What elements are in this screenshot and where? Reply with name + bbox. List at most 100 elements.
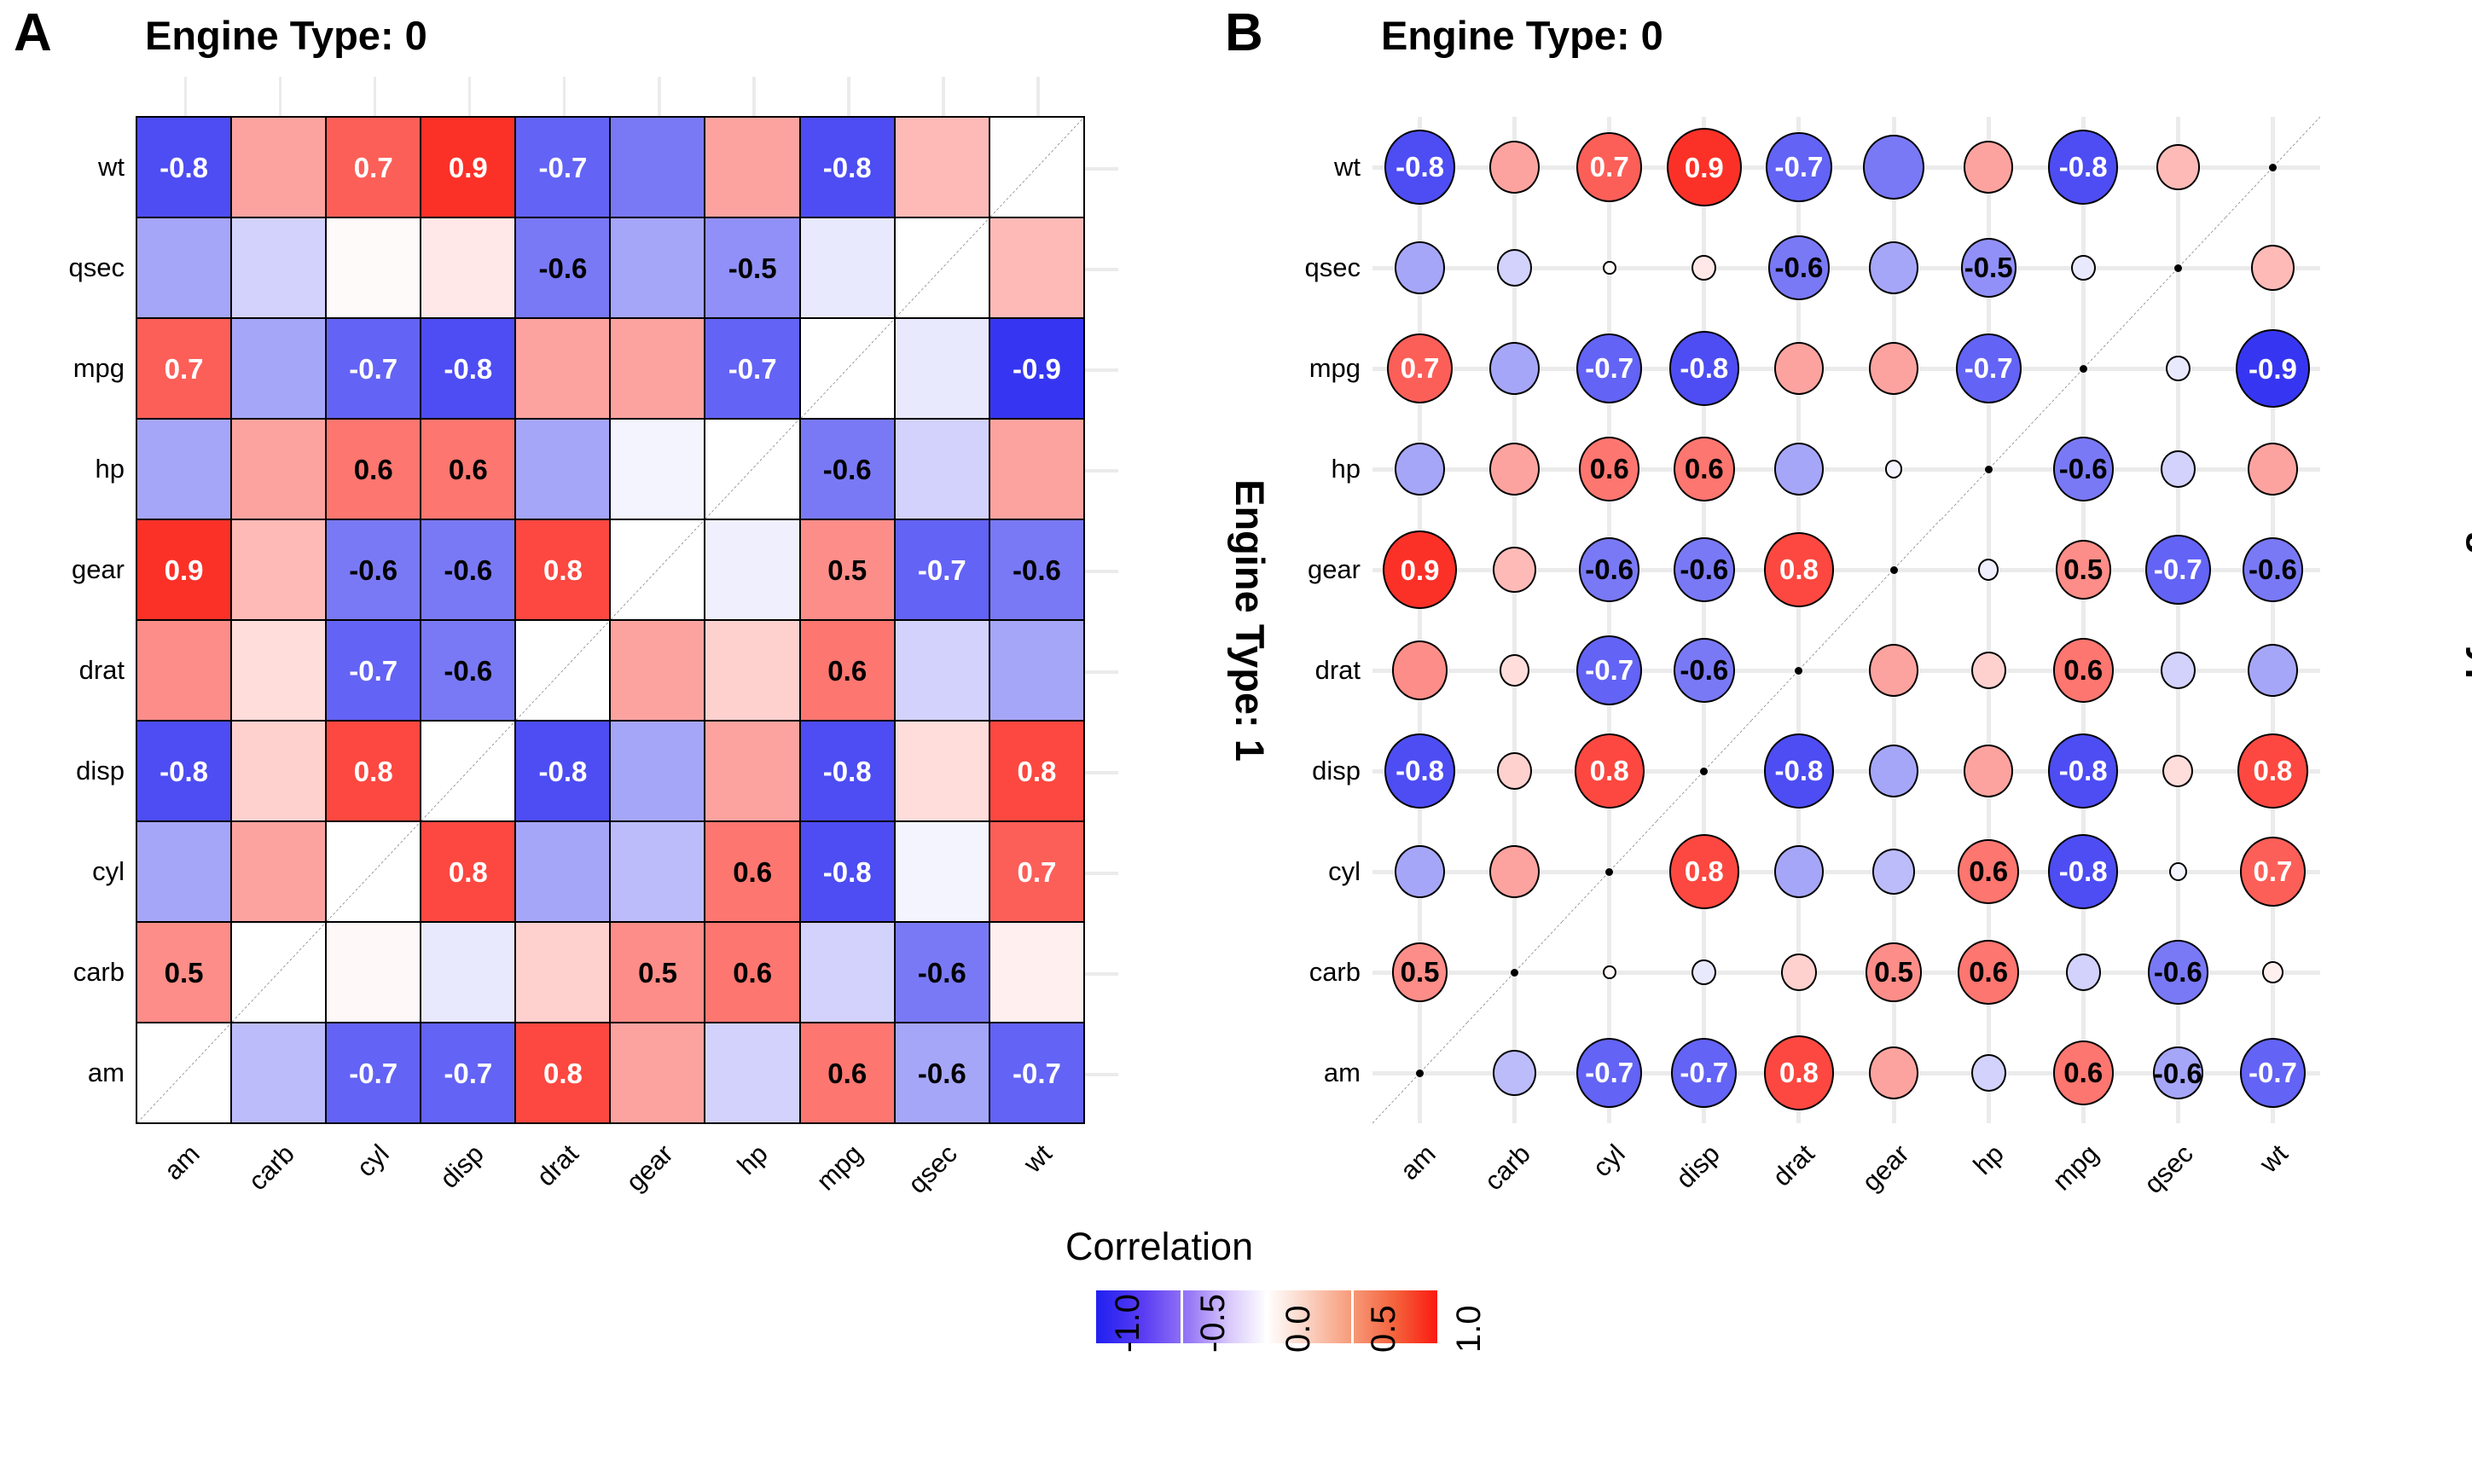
- heatmap-cell-qsec-wt: [988, 216, 1086, 320]
- cell-value: -0.7: [349, 1057, 398, 1089]
- bubble-value: 0.8: [1589, 755, 1629, 787]
- bubble-value: -0.7: [1585, 1057, 1634, 1089]
- bubble-cell-mpg-carb: [1467, 318, 1563, 419]
- bubble-cell-gear-wt: -0.6: [2225, 519, 2320, 620]
- heatmap-cell-qsec-cyl: [325, 216, 422, 320]
- cell-value: -0.6: [444, 554, 493, 586]
- bubble: -0.7: [1576, 1038, 1643, 1108]
- bubble: [1781, 954, 1817, 991]
- cell-value: 0.7: [353, 151, 393, 183]
- bubble: [1963, 141, 2014, 194]
- axis-tick: [847, 77, 850, 117]
- heatmap-cell-am-disp: -0.7: [420, 1021, 517, 1125]
- heatmap-cell-mpg-am: 0.7: [135, 316, 233, 420]
- bubble: 0.6: [1674, 437, 1735, 501]
- row-label-mpg: mpg: [73, 353, 125, 383]
- bubble-cell-hp-carb: [1467, 419, 1563, 519]
- bubble: 0.5: [1391, 942, 1448, 1002]
- row-label-drat: drat: [78, 655, 125, 685]
- axis-tick: [373, 77, 377, 117]
- heatmap-cell-mpg-carb: [229, 316, 328, 420]
- heatmap-cell-mpg-hp: -0.7: [704, 316, 801, 420]
- bubble-cell-hp-hp: [1941, 419, 2036, 519]
- bubble: [1773, 342, 1825, 395]
- bubble-cell-qsec-drat: -0.6: [1751, 217, 1847, 318]
- bubble: [1499, 654, 1530, 687]
- heatmap-cell-cyl-carb: [229, 820, 328, 924]
- bubble-value: -0.8: [2058, 855, 2108, 888]
- bubble: -0.6: [2242, 537, 2304, 602]
- bubble: [1868, 745, 1919, 797]
- bubble: -0.7: [2144, 535, 2211, 605]
- bubble-cell-drat-hp: [1941, 620, 2036, 721]
- bubble-cell-cyl-mpg: -0.8: [2035, 821, 2131, 922]
- bubble: [1773, 845, 1825, 898]
- heatmap-cell-hp-am: [135, 417, 233, 521]
- heatmap-cell-hp-cyl: 0.6: [325, 417, 422, 521]
- row-label-cyl: cyl: [1328, 856, 1361, 886]
- bubble: -0.7: [1576, 635, 1643, 705]
- heatmap-cell-am-carb: [229, 1021, 328, 1125]
- heatmap-cell-wt-drat: -0.7: [514, 115, 612, 219]
- heatmap-cell-wt-disp: 0.9: [420, 115, 517, 219]
- heatmap-cell-am-qsec: -0.6: [893, 1021, 991, 1125]
- heatmap-cell-gear-mpg: 0.5: [798, 518, 896, 622]
- bubble-cell-carb-disp: [1657, 922, 1752, 1023]
- bubble: 0.8: [1763, 1035, 1835, 1110]
- row-label-am: am: [1323, 1058, 1361, 1087]
- legend-tick-3: 0.5: [1365, 1305, 1402, 1353]
- bubble: [1489, 141, 1540, 194]
- bubble-cell-wt-am: -0.8: [1372, 117, 1468, 217]
- bubble-cell-am-disp: -0.7: [1657, 1023, 1752, 1123]
- cell-value: 0.6: [353, 453, 393, 485]
- cell-value: 0.8: [448, 855, 488, 888]
- bubble: [1773, 443, 1825, 496]
- axis-tick: [278, 77, 282, 117]
- bubble: -0.7: [1766, 132, 1832, 202]
- bubble-value: -0.6: [1680, 654, 1729, 687]
- heatmap-cell-drat-drat: [514, 618, 612, 722]
- bubble: 0.8: [2237, 733, 2308, 809]
- bubble: [1497, 752, 1533, 790]
- bubble: 0.9: [1667, 127, 1742, 207]
- bubble-cell-hp-cyl: 0.6: [1562, 419, 1657, 519]
- bubble-cell-gear-cyl: -0.6: [1562, 519, 1657, 620]
- bubble-cell-drat-cyl: -0.7: [1562, 620, 1657, 721]
- heatmap-cell-hp-drat: [514, 417, 612, 521]
- bubble-cell-drat-qsec: [2130, 620, 2225, 721]
- bubble-value: 0.6: [2063, 654, 2104, 687]
- heatmap-cell-wt-wt: [988, 115, 1086, 219]
- bubble: [1489, 443, 1540, 496]
- heatmap-cell-gear-carb: [229, 518, 328, 622]
- bubble-cell-wt-hp: [1941, 117, 2036, 217]
- axis-tick: [1084, 570, 1118, 573]
- bubble-value: -0.8: [1680, 352, 1729, 385]
- bubble: -0.8: [1384, 130, 1455, 205]
- bubble: -0.7: [1955, 333, 2022, 403]
- bubble: -0.5: [1960, 238, 2016, 298]
- heatmap-cell-cyl-am: [135, 820, 233, 924]
- heatmap-cell-drat-wt: [988, 618, 1086, 722]
- bubble: [1602, 965, 1616, 980]
- panel-b-strip-label: Engine Type: 1: [2465, 479, 2472, 762]
- cell-value: -0.7: [1013, 1057, 1061, 1089]
- bubble-cell-am-hp: [1941, 1023, 2036, 1123]
- bubble-value: -0.7: [1964, 352, 2013, 385]
- bubble-cell-hp-gear: [1846, 419, 1941, 519]
- bubble: -0.6: [1579, 537, 1640, 602]
- bubble-cell-am-carb: [1467, 1023, 1563, 1123]
- bubble: -0.8: [2048, 834, 2119, 909]
- bubble-cell-qsec-mpg: [2035, 217, 2131, 318]
- heatmap-cell-carb-am: 0.5: [135, 920, 233, 1024]
- heatmap-cell-drat-gear: [609, 618, 706, 722]
- bubble-cell-cyl-drat: [1751, 821, 1847, 922]
- identity-line: [421, 722, 514, 820]
- bubble: [2248, 443, 2298, 496]
- bubble: [1395, 241, 1445, 294]
- heatmap-cell-mpg-wt: -0.9: [988, 316, 1086, 420]
- bubble-cell-disp-qsec: [2130, 721, 2225, 821]
- bubble: -0.8: [1763, 733, 1835, 809]
- row-label-qsec: qsec: [1304, 252, 1361, 282]
- heatmap-cell-hp-qsec: [893, 417, 991, 521]
